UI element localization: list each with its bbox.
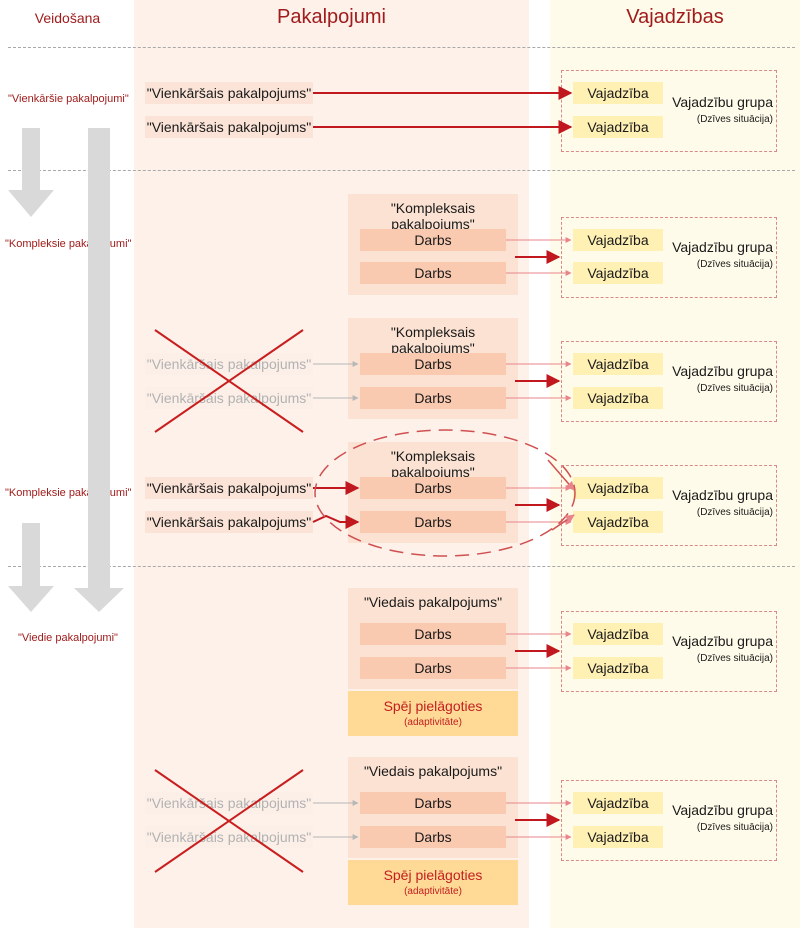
need-box: Vajadzība xyxy=(573,477,663,499)
need-group-subtitle: (Dzīves situācija) xyxy=(696,822,773,833)
cross-out-icon xyxy=(154,329,304,433)
need-box: Vajadzība xyxy=(573,262,663,284)
need-group-label: Vajadzību grupa (Dzīves situācija) xyxy=(670,802,773,833)
need-group-subtitle: (Dzīves situācija) xyxy=(696,383,773,394)
need-group-box xyxy=(561,780,777,861)
evolution-arrow-complex-to-smart xyxy=(8,523,54,612)
need-box: Vajadzība xyxy=(573,511,663,533)
need-group-title: Vajadzību grupa xyxy=(672,802,773,818)
need-group-label: Vajadzību grupa (Dzīves situācija) xyxy=(670,487,773,518)
need-box: Vajadzība xyxy=(573,82,663,104)
adaptivity-title: Spēj pielāgoties xyxy=(383,698,483,714)
need-group-box xyxy=(561,70,777,152)
header-needs: Vajadzības xyxy=(626,6,724,28)
ellipse-pointer-arrow xyxy=(547,459,575,491)
need-box: Vajadzība xyxy=(573,657,663,679)
need-group-title: Vajadzību grupa xyxy=(672,94,773,110)
work-box: Darbs xyxy=(360,387,506,409)
work-box: Darbs xyxy=(360,792,506,814)
work-box: Darbs xyxy=(360,477,506,499)
simple-service-box-faded: "Vienkāršais pakalpojums" xyxy=(145,792,313,814)
simple-service-box-faded: "Vienkāršais pakalpojums" xyxy=(145,826,313,848)
simple-service-box-faded: "Vienkāršais pakalpojums" xyxy=(145,353,313,375)
composition-dashed-ellipse xyxy=(314,429,576,557)
complex-service-title: "Kompleksais pakalpojums" xyxy=(390,448,476,480)
work-box: Darbs xyxy=(360,657,506,679)
simple-service-box: "Vienkāršais pakalpojums" xyxy=(145,477,313,499)
need-box: Vajadzība xyxy=(573,229,663,251)
smart-service-title: "Viedais pakalpojums" xyxy=(363,594,503,610)
needs-column-background xyxy=(550,0,800,928)
work-box: Darbs xyxy=(360,262,506,284)
work-box: Darbs xyxy=(360,826,506,848)
need-group-subtitle: (Dzīves situācija) xyxy=(696,114,773,125)
need-group-title: Vajadzību grupa xyxy=(672,633,773,649)
simple-service-box: "Vienkāršais pakalpojums" xyxy=(145,82,313,104)
cross-out-icon xyxy=(154,769,304,873)
adaptivity-subtitle: (adaptivitāte) xyxy=(404,717,462,728)
need-group-label: Vajadzību grupa (Dzīves situācija) xyxy=(670,239,773,270)
separator-smart xyxy=(8,566,795,567)
adaptivity-box: Spēj pielāgoties (adaptivitāte) xyxy=(348,691,518,736)
need-box: Vajadzība xyxy=(573,116,663,138)
need-group-title: Vajadzību grupa xyxy=(672,363,773,379)
ellipse-pointer-arrow xyxy=(551,514,575,531)
side-label-simple-services: "Vienkāršie pakalpojumi" xyxy=(8,93,129,105)
adaptivity-title: Spēj pielāgoties xyxy=(383,867,483,883)
need-box: Vajadzība xyxy=(573,623,663,645)
complex-service-title: "Kompleksais pakalpojums" xyxy=(390,324,476,356)
adaptivity-box: Spēj pielāgoties (adaptivitāte) xyxy=(348,860,518,905)
need-group-box xyxy=(561,217,777,298)
need-group-box xyxy=(561,465,777,546)
work-box: Darbs xyxy=(360,511,506,533)
need-group-label: Vajadzību grupa (Dzīves situācija) xyxy=(670,94,773,125)
need-group-subtitle: (Dzīves situācija) xyxy=(696,653,773,664)
need-group-subtitle: (Dzīves situācija) xyxy=(696,259,773,270)
smart-service-title: "Viedais pakalpojums" xyxy=(363,763,503,779)
need-group-subtitle: (Dzīves situācija) xyxy=(696,507,773,518)
simple-service-box: "Vienkāršais pakalpojums" xyxy=(145,511,313,533)
need-group-title: Vajadzību grupa xyxy=(672,487,773,503)
need-group-label: Vajadzību grupa (Dzīves situācija) xyxy=(670,363,773,394)
need-group-label: Vajadzību grupa (Dzīves situācija) xyxy=(670,633,773,664)
evolution-arrow-simple-to-complex xyxy=(8,128,54,217)
need-group-box xyxy=(561,341,777,422)
separator-top xyxy=(8,47,795,48)
complex-service-title: "Kompleksais pakalpojums" xyxy=(390,200,476,232)
header-services: Pakalpojumi xyxy=(277,6,386,28)
evolution-arrow-long xyxy=(74,128,124,612)
need-box: Vajadzība xyxy=(573,353,663,375)
adaptivity-subtitle: (adaptivitāte) xyxy=(404,886,462,897)
service-to-work-arrow xyxy=(312,514,360,529)
work-box: Darbs xyxy=(360,353,506,375)
need-group-title: Vajadzību grupa xyxy=(672,239,773,255)
separator-complex xyxy=(8,170,795,171)
work-box: Darbs xyxy=(360,229,506,251)
need-box: Vajadzība xyxy=(573,826,663,848)
simple-service-box: "Vienkāršais pakalpojums" xyxy=(145,116,313,138)
work-box: Darbs xyxy=(360,623,506,645)
side-label-smart-services: "Viedie pakalpojumi" xyxy=(18,632,118,644)
need-box: Vajadzība xyxy=(573,387,663,409)
need-box: Vajadzība xyxy=(573,792,663,814)
header-creation: Veidošana xyxy=(34,10,101,26)
need-group-box xyxy=(561,611,777,692)
simple-service-box-faded: "Vienkāršais pakalpojums" xyxy=(145,387,313,409)
